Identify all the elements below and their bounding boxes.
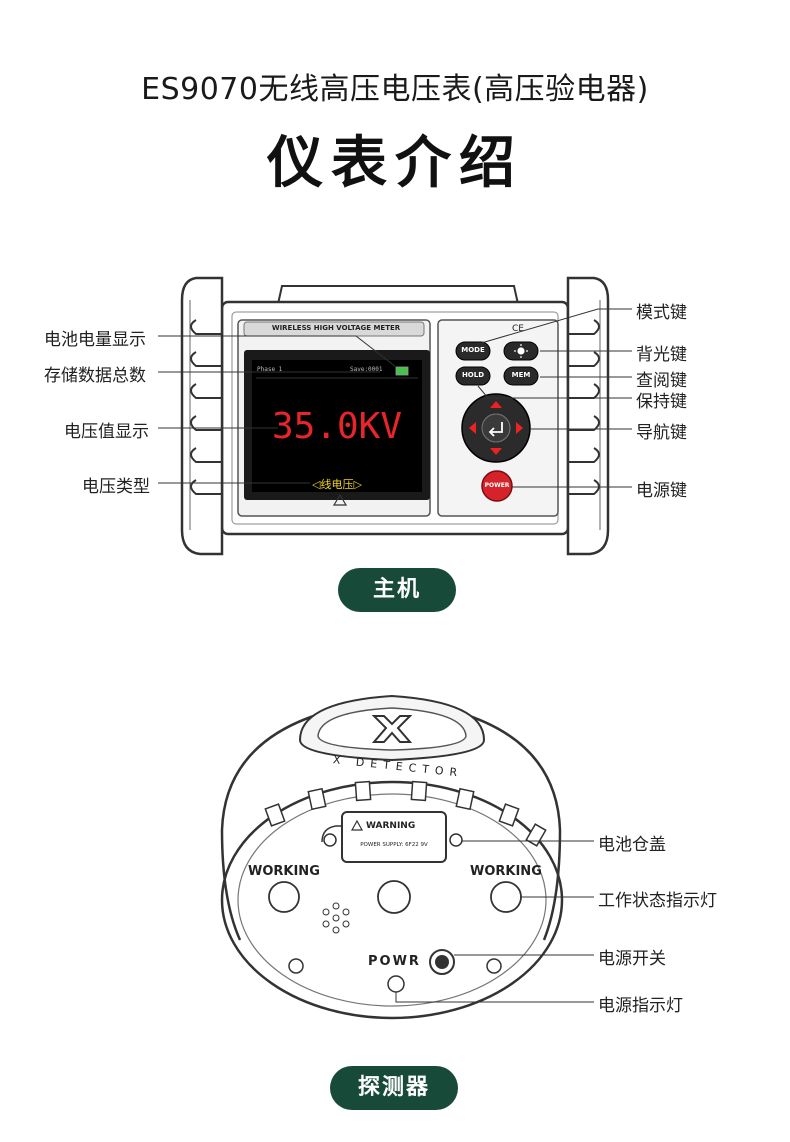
x-logo-icon bbox=[371, 715, 413, 743]
leader-power-light bbox=[395, 992, 594, 1003]
label-voltage-display: 电压值显示 bbox=[64, 422, 149, 442]
label-power-switch: 电源开关 bbox=[598, 949, 666, 969]
label-backlight-key: 背光键 bbox=[636, 345, 687, 365]
label-review-key: 查阅键 bbox=[636, 371, 687, 391]
left-bumper bbox=[180, 276, 224, 556]
warning-title: WARNING bbox=[366, 821, 416, 831]
page-title: 仪表介绍 bbox=[267, 131, 523, 196]
working-label-left: WORKING bbox=[248, 864, 320, 879]
voltage-reading: 35.0KV bbox=[271, 406, 403, 447]
working-light-right bbox=[490, 881, 522, 913]
power-button-shape bbox=[481, 470, 513, 502]
detector-body bbox=[220, 694, 564, 1020]
label-hold-key: 保持键 bbox=[636, 392, 687, 412]
section-pill-detector: 探测器 bbox=[330, 1066, 458, 1110]
panel-title-text: WIRELESS HIGH VOLTAGE METER bbox=[271, 324, 401, 332]
screen-status-right: Save:0001 bbox=[350, 366, 383, 373]
mem-button-label[interactable]: MEM bbox=[511, 371, 531, 379]
label-nav-key: 导航键 bbox=[636, 423, 687, 443]
nav-right-arrow-icon bbox=[516, 422, 523, 434]
working-light-left bbox=[268, 881, 300, 913]
hold-button-label[interactable]: HOLD bbox=[461, 371, 485, 379]
center-hole bbox=[377, 880, 411, 914]
label-battery-cover: 电池仓盖 bbox=[598, 835, 666, 855]
enter-icon bbox=[488, 422, 503, 437]
power-button-label[interactable]: POWER bbox=[484, 482, 510, 489]
navigation-pad bbox=[461, 393, 531, 463]
label-power-light: 电源指示灯 bbox=[598, 996, 683, 1016]
leader-hold-key bbox=[477, 385, 632, 399]
label-mode-key: 模式键 bbox=[636, 303, 687, 323]
label-power-key: 电源键 bbox=[636, 481, 687, 501]
sun-icon bbox=[514, 344, 528, 358]
voltage-type-indicator: ◁线电压▷ bbox=[312, 478, 362, 491]
label-battery-display: 电池电量显示 bbox=[44, 330, 146, 350]
right-bumper bbox=[566, 276, 610, 556]
mem-button bbox=[503, 366, 539, 386]
nav-left-arrow-icon bbox=[469, 422, 476, 434]
power-indicator-light bbox=[387, 975, 405, 993]
leader-battery-display bbox=[158, 335, 397, 368]
nav-up-arrow-icon bbox=[490, 401, 502, 408]
ce-mark: CE bbox=[512, 324, 524, 334]
hold-button bbox=[455, 366, 491, 386]
powr-label: POWR bbox=[368, 954, 421, 969]
label-storage-total: 存储数据总数 bbox=[44, 366, 146, 386]
mode-button-label[interactable]: MODE bbox=[461, 346, 485, 354]
screen-status-left: Phase 1 bbox=[257, 366, 283, 373]
label-voltage-type: 电压类型 bbox=[82, 477, 150, 497]
lcd-screen bbox=[252, 360, 422, 492]
mode-button bbox=[455, 341, 491, 361]
section-pill-main-unit: 主机 bbox=[338, 568, 456, 612]
page-subtitle: ES9070无线高压电压表(高压验电器) bbox=[141, 72, 649, 107]
cover-screw-right bbox=[449, 833, 463, 847]
battery-cover-plate bbox=[341, 811, 447, 863]
cover-screw-left bbox=[323, 833, 337, 847]
warning-text: POWER SUPPLY: 6F22 9V bbox=[360, 842, 428, 848]
nav-down-arrow-icon bbox=[490, 448, 502, 455]
label-status-light: 工作状态指示灯 bbox=[598, 891, 717, 911]
battery-indicator bbox=[395, 366, 409, 376]
leader-mode-key bbox=[477, 308, 632, 345]
working-label-right: WORKING bbox=[470, 864, 542, 879]
speaker-grille bbox=[322, 902, 350, 934]
